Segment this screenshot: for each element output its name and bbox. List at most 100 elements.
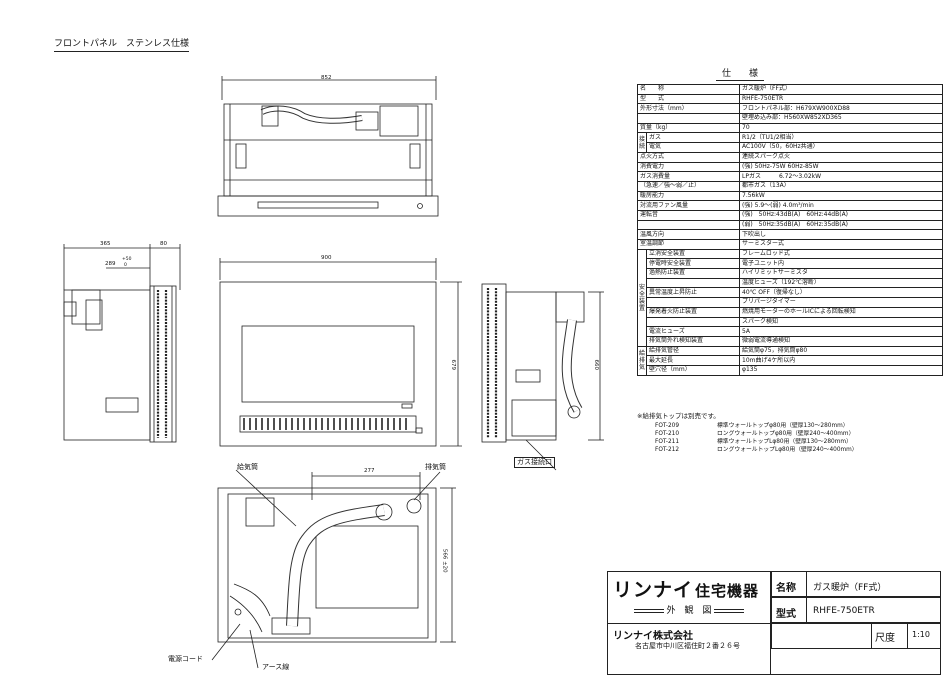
spec-label: ガス消費量 [637,171,740,182]
spec-label: 型 式 [637,93,740,105]
spec-label: 排気筒外れ検知装置 [646,335,740,347]
spec-value: 70 [739,122,943,134]
note-code: FOT-211 [655,438,680,445]
spec-value: (弱) 50Hz:35dB(A) 60Hz:35dB(A) [739,219,943,231]
note-code: FOT-209 [655,422,680,429]
spec-value: 給気筒φ75，排気筒φ80 [739,345,943,357]
spec-row: 給排気給排気管径給気筒φ75，排気筒φ80 [637,345,943,376]
note-item: FOT-210 ロングウォールトップφ80用（壁厚240～400mm） [637,430,858,438]
dim-top-width: 852 [321,75,332,81]
callout-power-cord: 電源コード [168,655,203,663]
notes-heading: ※給排気トップは別売です。 [637,412,720,420]
right-side-view [481,283,604,471]
spec-label: 異常温度上昇防止 [646,287,740,299]
spec-row: 消費電力(強) 50Hz-75W 60Hz-85W [637,161,943,173]
drawing-type-label: 外 観 図 [666,606,712,616]
spec-label: 暖房能力 [637,190,740,202]
spec-row: プリパージタイマー [638,297,943,308]
spec-label: 運転音 [637,209,740,221]
spec-label: 最大延長 [646,355,740,366]
spec-value: LPガス 6.72～3.02kW [739,171,943,182]
note-desc: ロングウォールトップφ80用（壁厚240～400mm） [717,430,855,437]
spec-label: 対流用ファン風量 [637,200,740,211]
company-address: 名古屋市中川区福住町２番２６号 [635,642,740,650]
spec-group-label: 給排気 [637,345,647,376]
spec-value: AC100V（50，60Hz共通） [739,142,943,153]
spec-row: 停電時安全装置電子ユニット内 [638,258,943,270]
spec-group-label: 接続 [637,132,647,153]
brand-logo: リンナイ住宅機器 [613,575,759,602]
spec-label [637,113,740,124]
sheet-title: フロントパネル ステンレス仕様 [54,40,190,52]
spec-label: 給排気管径 [646,345,740,357]
spec-value: 電子ユニット内 [739,258,943,270]
company-name: リンナイ株式会社 [613,631,693,642]
spec-row: 点火方式連続スパーク点火 [637,151,943,163]
dim-bottom-offset: 277 [364,468,375,474]
spec-label: 名 称 [637,84,740,95]
spec-value: 都市ガス（13A） [739,180,943,192]
dim-right-height: 660 [593,359,599,371]
spec-row: 名 称ガス暖炉（FF式） [637,84,943,95]
model-label: 型式 [776,609,796,620]
callout-intake-pipe: 給気筒 [237,463,258,471]
spec-row: 温風方向下吹出し [637,229,943,240]
spec-row: 壁埋め込み部：H560XW852XD365 [637,113,943,124]
spec-row: 運転音(強) 50Hz:43dB(A) 60Hz:44dB(A) [637,209,943,221]
spec-value: 壁埋め込み部：H560XW852XD365 [739,113,943,124]
spec-value: 40℃ OFF（復帰なし） [739,287,943,299]
spec-label: 壁穴径（mm） [646,364,740,376]
spec-row: 過熱防止装置ハイリミットサーミスタ [638,268,943,279]
brand-suffix: 住宅機器 [695,582,760,600]
spec-label: 外形寸法（mm） [637,103,740,115]
scale-label: 尺度 [875,633,895,644]
spec-row: 対流用ファン風量(強) 5.9～(弱) 4.0m³/min [637,200,943,211]
spec-label [646,297,740,308]
spec-value: (強) 50Hz-75W 60Hz-85W [739,161,943,173]
front-view [219,258,462,447]
spec-value: フレームロッド式 [739,248,943,260]
note-code: FOT-212 [655,446,680,453]
spec-row: 室温調節サーミスター式 [637,239,943,250]
spec-value: (強) 5.9～(弱) 4.0m³/min [739,200,943,211]
spec-value: プリパージタイマー [739,297,943,308]
name-value: ガス暖炉（FF式） [813,583,887,593]
spec-row: (弱) 50Hz:35dB(A) 60Hz:35dB(A) [637,219,943,231]
spec-value: ハイリミットサーミスタ [739,268,943,279]
spec-label: 立消安全装置 [646,248,740,260]
spec-label: 電気 [646,142,740,153]
dim-front-height: 679 [450,359,456,371]
model-value: RHFE-750ETR [813,606,875,616]
spec-label [637,219,740,231]
spec-row: 温度ヒューズ（192℃溶断） [638,277,943,289]
name-label: 名称 [776,583,796,594]
spec-row: （急速／強～弱／止）都市ガス（13A） [637,180,943,192]
spec-value: 10m曲げ4ケ所以内 [739,355,943,366]
spec-value: 連続スパーク点火 [739,151,943,163]
spec-value: 微弱電流導通検知 [739,335,943,347]
spec-value: サーミスター式 [739,239,943,250]
note-code: FOT-210 [655,430,680,437]
callout-gas-inlet: ガス接続口 [514,457,555,468]
dim-side-tol-plus: +50 [122,257,132,262]
spec-value: φ135 [739,364,943,376]
spec-label: 消費電力 [637,161,740,173]
spec-row: 安全装置立消安全装置フレームロッド式 [637,248,943,347]
spec-label: 温風方向 [637,229,740,240]
spec-label [646,277,740,289]
dim-side-depth: 365 [100,241,111,247]
scale-value: 1:10 [912,630,930,639]
